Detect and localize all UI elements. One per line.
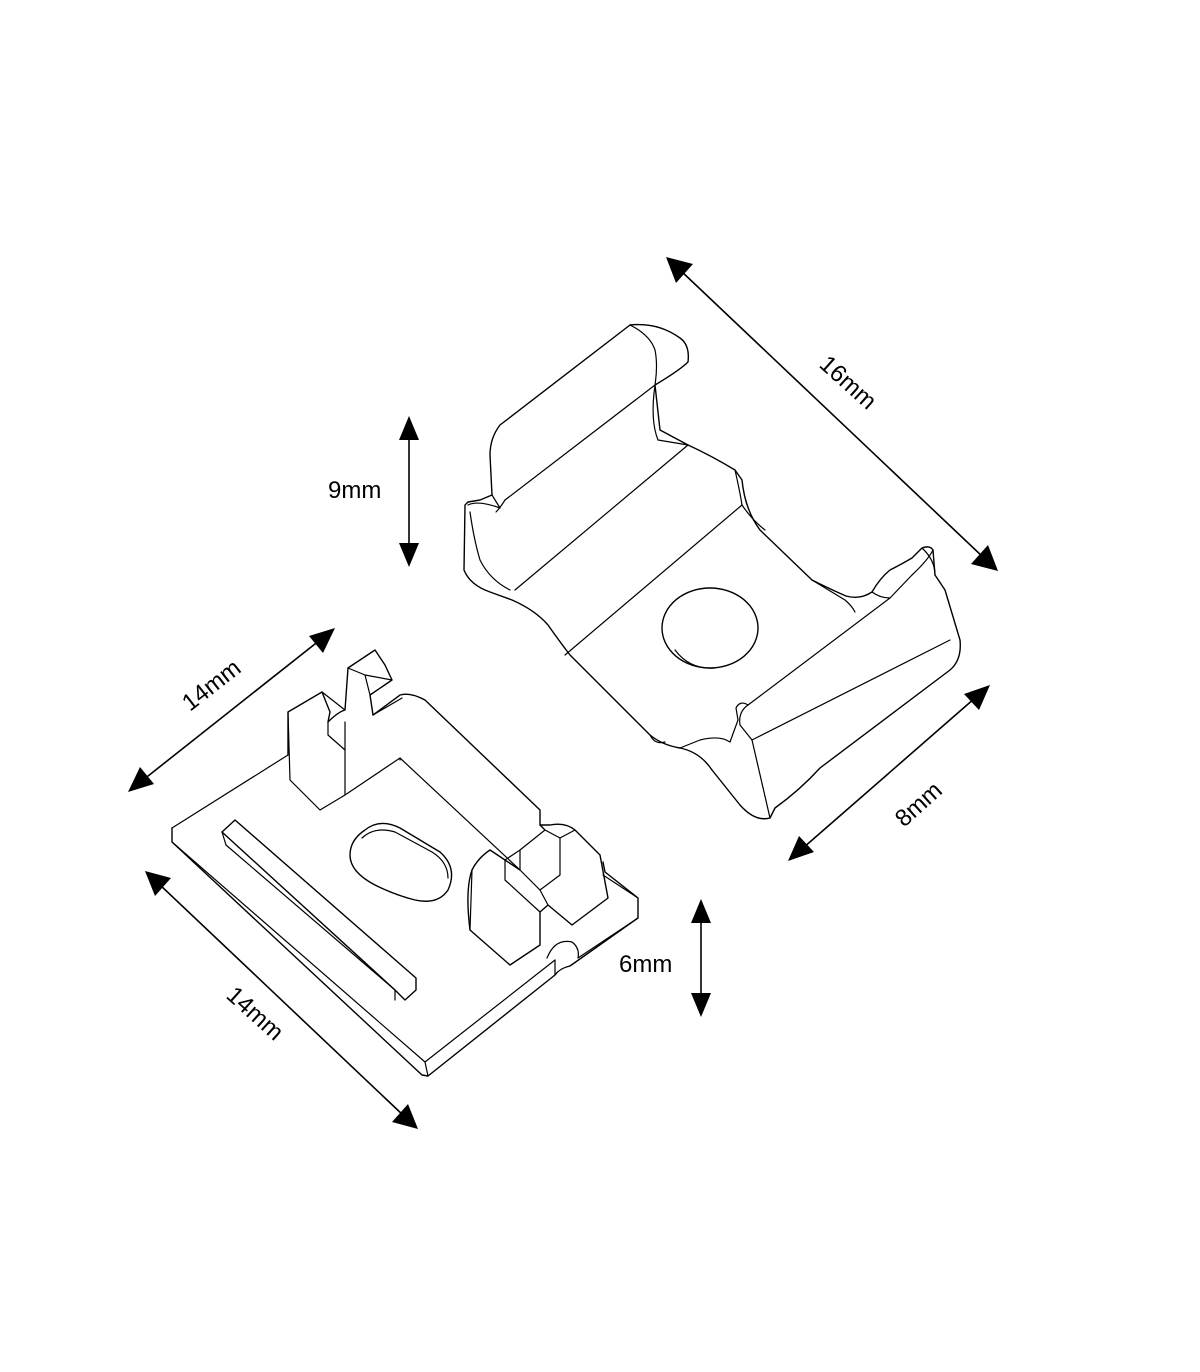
dimension-6mm: 6mm (619, 899, 711, 1017)
arrowhead-icon (399, 416, 419, 440)
arrowhead-icon (399, 543, 419, 567)
arrowhead-icon (964, 685, 990, 710)
cap-slot (349, 822, 453, 902)
dimension-label-16mm: 16mm (814, 350, 882, 415)
dimension-9mm: 9mm (328, 416, 419, 567)
arrowhead-icon (392, 1104, 418, 1129)
arrowhead-icon (971, 545, 998, 571)
screw-hole (661, 587, 759, 669)
dimension-label-14mm-lower: 14mm (221, 981, 289, 1046)
dimension-14mm-upper: 14mm (128, 628, 335, 792)
arrowhead-icon (691, 899, 711, 923)
arrowhead-icon (128, 767, 154, 792)
arrowhead-icon (691, 993, 711, 1017)
dimension-14mm-lower: 14mm (145, 871, 418, 1129)
arrowhead-icon (309, 628, 335, 653)
dimension-label-9mm: 9mm (328, 477, 381, 504)
dimension-8mm: 8mm (788, 685, 990, 861)
arrowhead-icon (666, 257, 693, 283)
dimension-16mm: 16mm (666, 257, 998, 571)
end-cap (171, 649, 639, 1077)
dimension-label-6mm: 6mm (619, 951, 672, 978)
dimension-label-8mm: 8mm (890, 777, 948, 833)
arrowhead-icon (145, 871, 171, 896)
mounting-clip (463, 323, 961, 820)
arrowhead-icon (788, 836, 814, 861)
